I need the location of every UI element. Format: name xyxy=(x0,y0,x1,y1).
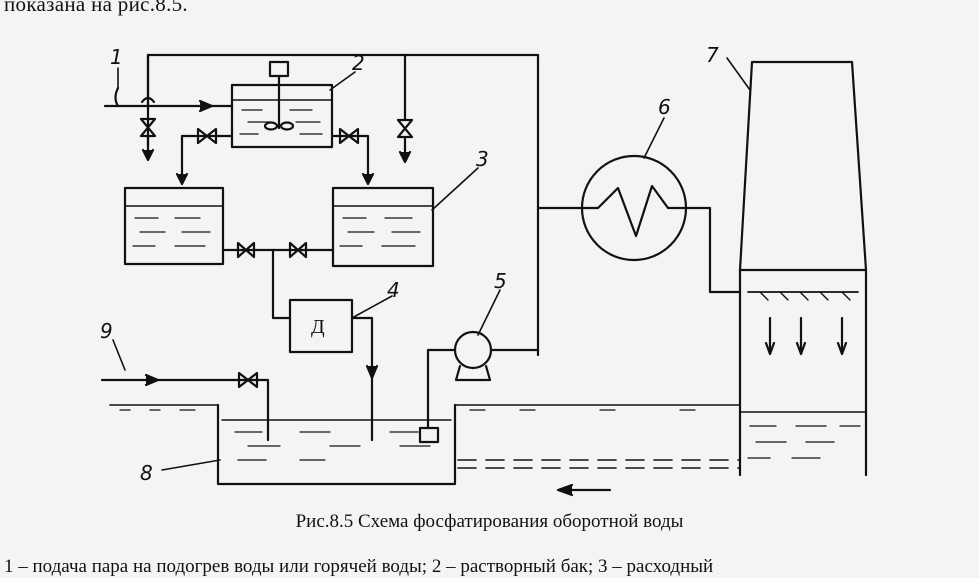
valve-right-vertical xyxy=(396,118,414,164)
ground-line xyxy=(109,404,741,411)
label-8: 8 xyxy=(140,461,153,485)
header-text: показана на рис.8.5. xyxy=(4,0,188,16)
valve-tank2-left xyxy=(196,127,218,145)
label-4: 4 xyxy=(387,278,400,302)
label-2: 2 xyxy=(352,51,365,75)
left-feed-tank xyxy=(123,186,225,266)
label-1: 1 xyxy=(110,45,123,69)
valve-tank2-right xyxy=(338,127,360,145)
cooling-tower xyxy=(738,60,868,477)
tank2-outlet-pipes xyxy=(175,134,375,186)
label-3: 3 xyxy=(476,147,489,171)
water-basin xyxy=(216,403,457,486)
solution-tank xyxy=(230,83,334,149)
mixer-icon xyxy=(263,60,295,131)
label-7: 7 xyxy=(706,43,719,67)
footer-text: 1 – подача пара на подогрев воды или гор… xyxy=(4,556,714,577)
makeup-water-line xyxy=(100,371,270,442)
label-9: 9 xyxy=(100,319,113,343)
heat-exchanger xyxy=(536,154,742,294)
doser-label: Д xyxy=(311,316,325,338)
label-6: 6 xyxy=(658,95,671,119)
doser xyxy=(288,298,379,442)
figure-caption: Рис.8.5 Схема фосфатирования оборотной в… xyxy=(295,511,684,532)
valve-left-vertical xyxy=(139,117,157,162)
return-water-channel xyxy=(457,459,741,497)
feed-tank xyxy=(331,186,435,268)
feed-tanks-connection xyxy=(221,241,335,320)
label-5: 5 xyxy=(494,269,507,293)
pump xyxy=(418,330,540,444)
steam-supply-line xyxy=(103,53,540,357)
leader-lines xyxy=(112,57,751,471)
